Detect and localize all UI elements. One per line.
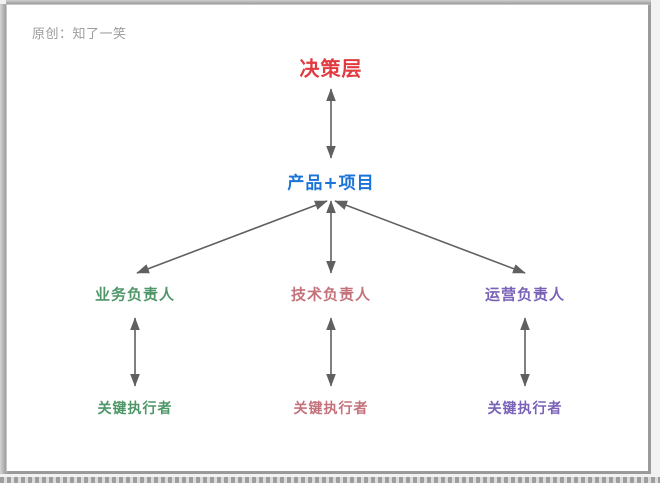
node-operation-owner: 运营负责人: [484, 285, 566, 304]
node-key-executor-operation: 关键执行者: [487, 401, 563, 417]
node-tech-owner: 技术负责人: [290, 285, 372, 304]
connector-link-product-business: [136, 200, 328, 274]
node-business-owner: 业务负责人: [94, 285, 176, 304]
connector-link-product-operation: [334, 200, 526, 274]
frame-edge-left: [0, 4, 6, 474]
node-key-executor-business: 关键执行者: [97, 401, 173, 417]
node-product-project: 产品+项目: [287, 173, 375, 194]
frame-edge-top: [6, 0, 651, 4]
diagram-frame: 原创：知了一笑 决策层产品+项目业务负责人 技术负责人 运营负责人关键执行者 关键执行…: [6, 4, 651, 474]
node-decision-layer: 决策层: [299, 56, 363, 81]
node-key-executor-tech: 关键执行者: [293, 401, 369, 417]
frame-edge-bottom: [0, 477, 660, 483]
attribution-text: 原创：知了一笑: [32, 27, 127, 42]
